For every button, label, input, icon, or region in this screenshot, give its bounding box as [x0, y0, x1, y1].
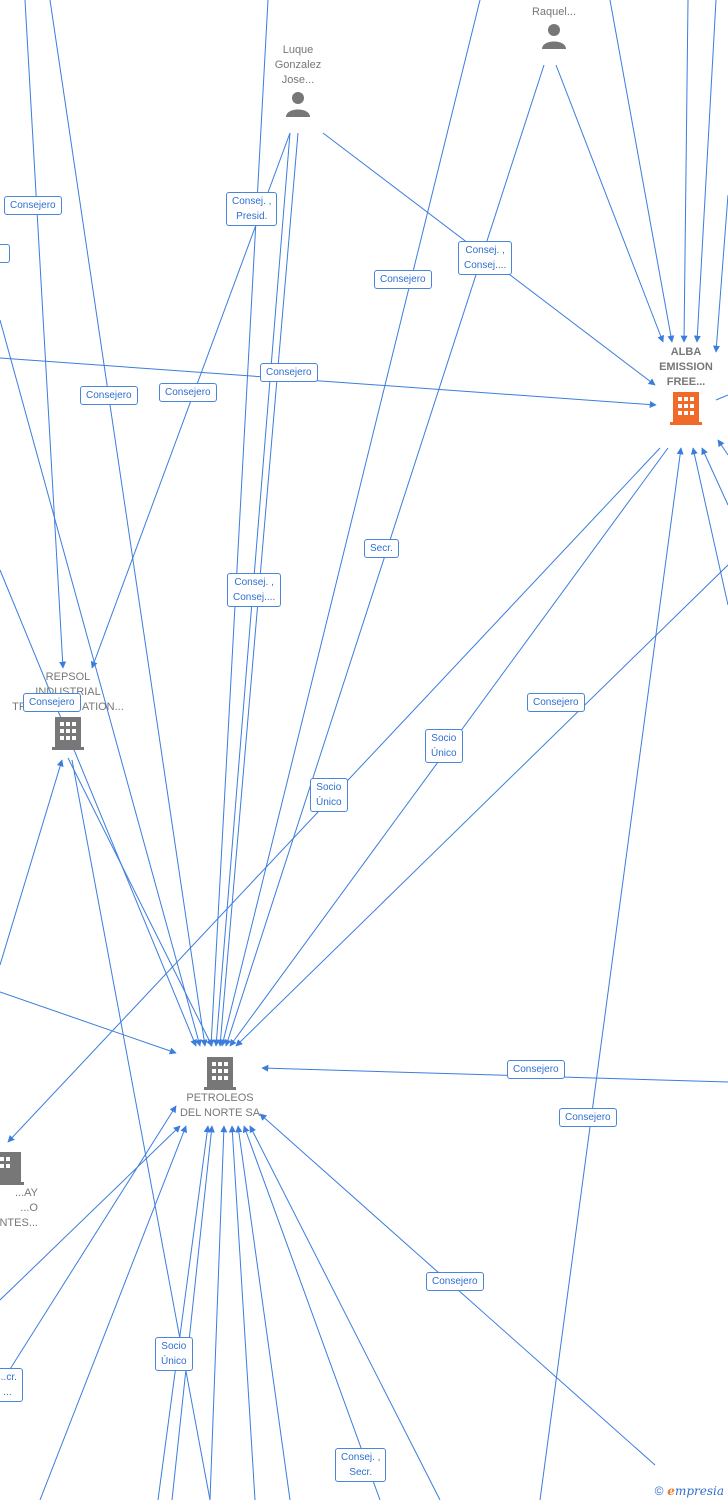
edge — [0, 991, 177, 1055]
edge — [235, 1125, 291, 1500]
edge — [71, 759, 211, 1500]
edge — [701, 447, 728, 506]
company-node-petroleos[interactable]: PETROLEOS DEL NORTE SA — [168, 1055, 272, 1121]
building-icon — [52, 717, 84, 750]
edge — [24, 0, 67, 669]
node-name: ...AY ...O ...NTES... — [0, 1187, 38, 1229]
edge-label[interactable]: Consejero — [527, 693, 585, 712]
edge — [0, 357, 657, 409]
edge-label[interactable]: Consej. , Consej.... — [227, 573, 282, 607]
building-icon — [0, 1152, 24, 1185]
copyright-mark: © — [654, 1484, 664, 1498]
edge — [717, 439, 728, 456]
edge — [0, 1105, 177, 1386]
building-icon — [670, 392, 702, 425]
edge — [209, 1125, 228, 1500]
edge-label[interactable]: Consejero — [260, 363, 318, 382]
edge — [242, 1125, 381, 1500]
edge — [555, 64, 664, 343]
node-name: ...z Raquel... — [531, 0, 577, 18]
edge — [715, 394, 728, 401]
edge — [171, 1125, 215, 1500]
brand-logo: © empresia — [655, 1484, 724, 1498]
edge — [249, 1125, 441, 1500]
edge — [609, 0, 675, 343]
person-icon — [542, 24, 566, 49]
person-node-raquel[interactable]: ...z Raquel... — [518, 0, 590, 50]
edge — [712, 194, 728, 353]
edge-label[interactable]: Consejero — [374, 270, 432, 289]
edge — [693, 0, 717, 343]
edge-label[interactable]: Consej. , Presid. — [226, 192, 278, 226]
edge-label[interactable]: Consejero — [426, 1272, 484, 1291]
edge-label-partial[interactable] — [0, 244, 10, 263]
edge — [680, 0, 689, 343]
edge-label[interactable]: Consejero — [159, 383, 217, 402]
edge-label[interactable]: ...cr. ... — [0, 1368, 23, 1402]
node-name: PETROLEOS DEL NORTE SA — [179, 1092, 261, 1119]
edge — [261, 1064, 728, 1083]
edge-label[interactable]: Socio Único — [425, 729, 463, 763]
edge-label[interactable]: Consej. , Consej.... — [458, 241, 513, 275]
edge — [0, 759, 64, 966]
company-node-alba[interactable]: ALBA EMISSION FREE... — [646, 345, 726, 426]
node-name: ALBA EMISSION FREE... — [659, 346, 713, 388]
edge-label[interactable]: Consej. , Secr. — [335, 1448, 387, 1482]
person-node-luque[interactable]: Luque Gonzalez Jose... — [262, 43, 334, 118]
edge — [67, 757, 213, 1047]
brand-name: mpresia — [674, 1484, 724, 1498]
edge-label[interactable]: Consejero — [507, 1060, 565, 1079]
edge — [0, 569, 197, 1047]
edge — [157, 1125, 211, 1500]
edge — [539, 447, 684, 1500]
edge-label[interactable]: Consejero — [23, 693, 81, 712]
edge — [207, 0, 269, 1047]
edge-label[interactable]: Consejero — [559, 1108, 617, 1127]
node-name: Luque Gonzalez Jose... — [274, 44, 322, 86]
edge — [235, 564, 728, 1047]
company-node-left-partial[interactable]: ...AY ...O ...NTES... — [0, 1150, 38, 1231]
edge — [49, 0, 208, 1047]
person-icon — [286, 92, 310, 117]
edge — [39, 1125, 187, 1500]
edge — [690, 447, 728, 606]
edge — [228, 1125, 256, 1500]
edge — [0, 1125, 181, 1301]
brand-e: e — [667, 1484, 675, 1498]
edge-label[interactable]: Consejero — [4, 196, 62, 215]
edge-label[interactable]: Socio Único — [310, 778, 348, 812]
building-icon — [204, 1057, 236, 1090]
edge-label[interactable]: Consejero — [80, 386, 138, 405]
edge-label[interactable]: Secr. — [364, 539, 399, 558]
edge — [220, 0, 481, 1047]
edge-label[interactable]: Socio Único — [155, 1337, 193, 1371]
edge — [0, 319, 202, 1047]
